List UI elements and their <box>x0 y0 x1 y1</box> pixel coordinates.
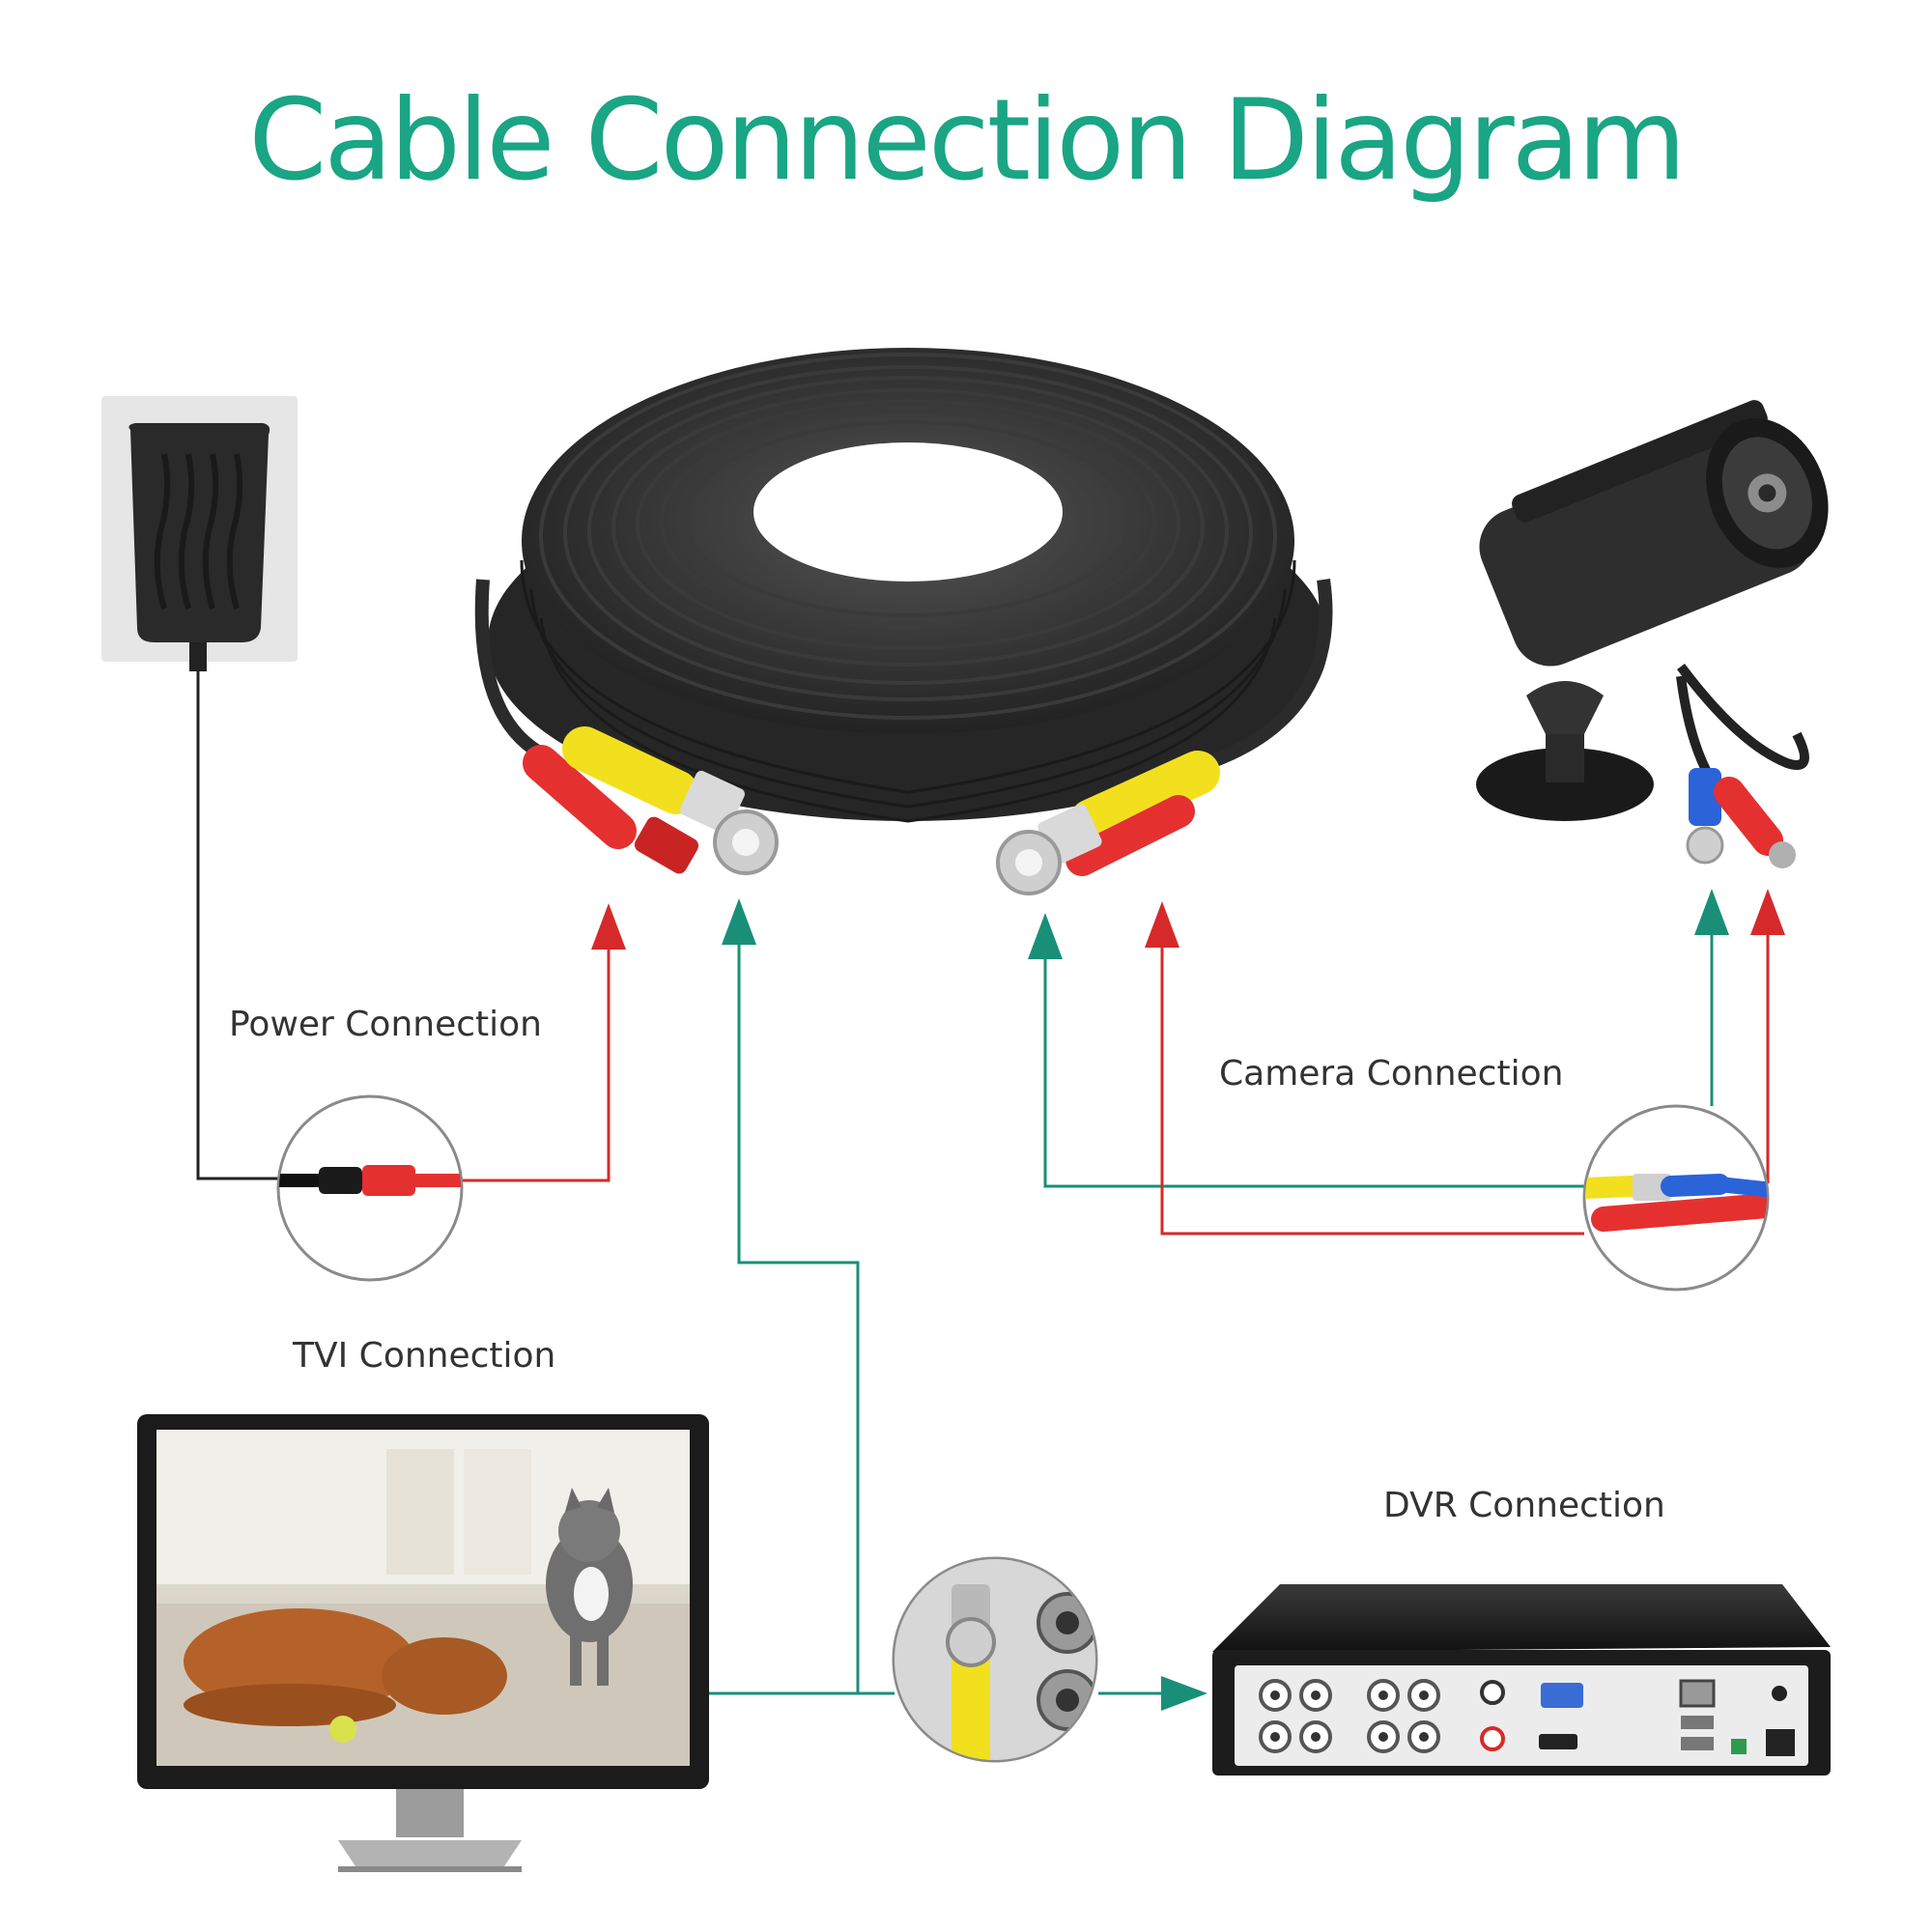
dvr-detail-circle <box>892 1556 1098 1763</box>
camera-video-arrow-icon <box>1028 913 1063 959</box>
dvr-route <box>1098 1676 1208 1711</box>
power-connection-label: Power Connection <box>229 1005 542 1044</box>
cable-coil-image <box>474 348 1333 823</box>
coil-right-connectors <box>996 751 1220 895</box>
camera-detail-circle <box>1582 1104 1770 1292</box>
adapter-wire <box>196 671 280 1180</box>
dvr-image <box>1212 1584 1831 1776</box>
monitor-image <box>137 1414 709 1872</box>
camera-image <box>1476 400 1829 868</box>
dvr-connection-label: DVR Connection <box>1383 1486 1665 1525</box>
tvi-arrow-icon <box>722 898 756 945</box>
power-route <box>459 903 626 1182</box>
power-detail-circle <box>276 1094 464 1282</box>
page-title: Cable Connection Diagram <box>248 75 1686 206</box>
tvi-route <box>708 898 895 1695</box>
camera-route-coil <box>1028 901 1584 1236</box>
power-adapter-image <box>101 396 298 671</box>
camera-dc-arrow-icon <box>1750 889 1785 935</box>
camera-bnc-arrow-icon <box>1694 889 1729 935</box>
camera-power-arrow-icon <box>1145 901 1179 948</box>
camera-route-device <box>1694 889 1785 1183</box>
coil-left-connectors <box>523 726 779 875</box>
tvi-connection-label: TVI Connection <box>293 1336 556 1376</box>
camera-connection-label: Camera Connection <box>1219 1054 1564 1094</box>
dvr-arrow-icon <box>1161 1676 1208 1711</box>
power-arrow-icon <box>591 903 626 950</box>
